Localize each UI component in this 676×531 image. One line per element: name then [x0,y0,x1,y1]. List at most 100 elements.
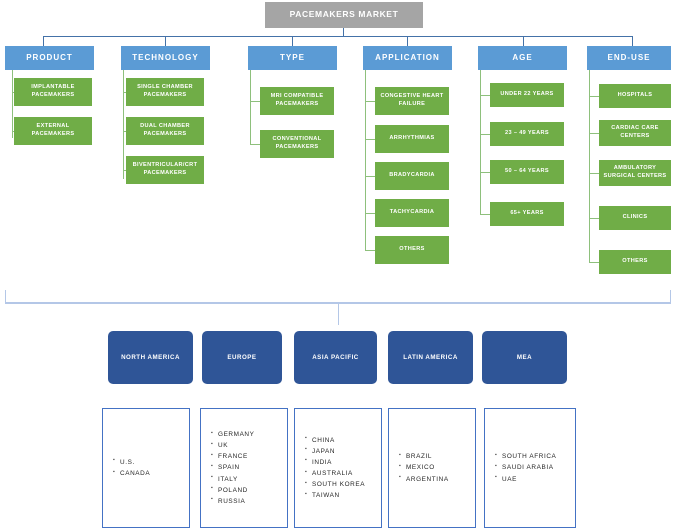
segment-header-technology[interactable]: TECHNOLOGY [121,46,210,70]
leaf-type-conventional-pacemakers[interactable]: CONVENTIONAL PACEMAKERS [260,130,334,158]
leaf-label: CARDIAC CARE CENTERS [611,125,659,139]
connector-drop-age [523,36,524,46]
leaf-label: TACHYCARDIA [389,209,435,216]
list-item: ARGENTINA [399,473,449,485]
country-list-asia-pacific: CHINA JAPAN INDIA AUSTRALIA SOUTH KOREA … [295,434,365,501]
segment-header-product[interactable]: PRODUCT [5,46,94,70]
segment-header-end-use[interactable]: END-USE [587,46,671,70]
leaf-label: BIVENTRICULAR/CRT PACEMAKERS [132,162,198,176]
leaf-end-use-hospitals[interactable]: HOSPITALS [599,84,671,108]
connector-branch-end-use-4 [589,262,601,263]
country-list-mea: SOUTH AFRICA SAUDI ARABIA UAE [485,451,556,484]
connector-branch-end-use-2 [589,173,601,174]
leaf-application-others[interactable]: OTHERS [375,236,449,264]
connector-branch-age-3 [480,214,492,215]
list-item: UAE [495,473,556,485]
leaf-end-use-others[interactable]: OTHERS [599,250,671,274]
list-item: GERMANY [211,429,255,440]
leaf-label: 23 – 49 YEARS [505,130,549,137]
root-node-label: PACEMAKERS MARKET [289,9,399,20]
connector-drop-end-use [632,36,633,46]
segment-header-age[interactable]: AGE [478,46,567,70]
list-item: SAUDI ARABIA [495,462,556,473]
leaf-age-23-49-years[interactable]: 23 – 49 YEARS [490,122,564,146]
connector-spine-end-use [589,70,590,262]
segment-header-type[interactable]: TYPE [248,46,337,70]
list-item: FRANCE [211,451,255,462]
region-tile-label: LATIN AMERICA [403,354,458,361]
list-item: UK [211,440,255,451]
connector-branch-age-2 [480,172,492,173]
list-item: SPAIN [211,462,255,473]
root-node-pacemakers-market[interactable]: PACEMAKERS MARKET [265,2,423,28]
region-tile-asia-pacific[interactable]: ASIA PACIFIC [294,331,377,384]
connector-branch-application-2 [365,176,377,177]
leaf-application-bradycardia[interactable]: BRADYCARDIA [375,162,449,190]
leaf-label: IMPLANTABLE PACEMAKERS [31,84,75,98]
leaf-product-implantable-pacemakers[interactable]: IMPLANTABLE PACEMAKERS [14,78,92,106]
connector-segment-bus [43,36,632,37]
leaf-label: CONVENTIONAL PACEMAKERS [272,136,322,150]
region-panel-asia-pacific[interactable]: CHINA JAPAN INDIA AUSTRALIA SOUTH KOREA … [294,408,382,528]
leaf-age-50-64-years[interactable]: 50 – 64 YEARS [490,160,564,184]
leaf-technology-biventricular-crt-pacemakers[interactable]: BIVENTRICULAR/CRT PACEMAKERS [126,156,204,184]
leaf-label: ARRHYTHMIAS [389,135,435,142]
region-panel-mea[interactable]: SOUTH AFRICA SAUDI ARABIA UAE [484,408,576,528]
leaf-label: OTHERS [399,246,425,253]
segment-header-technology-label: TECHNOLOGY [132,53,199,63]
country-list-europe: GERMANY UK FRANCE SPAIN ITALY POLAND RUS… [201,429,255,506]
leaf-label: 65+ YEARS [510,210,544,217]
leaf-application-arrhythmias[interactable]: ARRHYTHMIAS [375,125,449,153]
segment-header-application-label: APPLICATION [375,53,440,63]
connector-branch-end-use-0 [589,96,601,97]
list-item: SOUTH AFRICA [495,451,556,462]
leaf-label: CONGESTIVE HEART FAILURE [380,93,444,107]
connector-region-stem [338,303,339,325]
segment-header-age-label: AGE [512,53,533,63]
region-tile-europe[interactable]: EUROPE [202,331,282,384]
leaf-end-use-cardiac-care-centers[interactable]: CARDIAC CARE CENTERS [599,120,671,146]
connector-drop-product [43,36,44,46]
leaf-age-65-plus-years[interactable]: 65+ YEARS [490,202,564,226]
list-item: MEXICO [399,462,449,473]
connector-branch-application-4 [365,250,377,251]
leaf-application-tachycardia[interactable]: TACHYCARDIA [375,199,449,227]
leaf-age-under-22-years[interactable]: UNDER 22 YEARS [490,83,564,107]
leaf-end-use-clinics[interactable]: CLINICS [599,206,671,230]
region-panel-latin-america[interactable]: BRAZIL MEXICO ARGENTINA [388,408,476,528]
region-tile-mea[interactable]: MEA [482,331,567,384]
connector-region-bracket-right [670,290,671,303]
region-tile-label: EUROPE [227,354,257,361]
leaf-product-external-pacemakers[interactable]: EXTERNAL PACEMAKERS [14,117,92,145]
region-panel-north-america[interactable]: U.S. CANADA [102,408,190,528]
leaf-end-use-ambulatory-surgical-centers[interactable]: AMBULATORY SURGICAL CENTERS [599,160,671,186]
list-item: BRAZIL [399,451,449,462]
region-tile-latin-america[interactable]: LATIN AMERICA [388,331,473,384]
segment-header-application[interactable]: APPLICATION [363,46,452,70]
list-item: RUSSIA [211,495,255,507]
region-panel-europe[interactable]: GERMANY UK FRANCE SPAIN ITALY POLAND RUS… [200,408,288,528]
segment-header-end-use-label: END-USE [607,53,651,63]
connector-spine-age [480,70,481,214]
list-item: ITALY [211,473,255,485]
leaf-label: HOSPITALS [617,92,653,99]
leaf-technology-dual-chamber-pacemakers[interactable]: DUAL CHAMBER PACEMAKERS [126,117,204,145]
connector-branch-end-use-1 [589,133,601,134]
region-tile-label: NORTH AMERICA [121,354,180,361]
connector-drop-application [407,36,408,46]
leaf-label: MRI COMPATIBLE PACEMAKERS [270,93,324,107]
region-tile-north-america[interactable]: NORTH AMERICA [108,331,193,384]
leaf-type-mri-compatible-pacemakers[interactable]: MRI COMPATIBLE PACEMAKERS [260,87,334,115]
leaf-application-congestive-heart-failure[interactable]: CONGESTIVE HEART FAILURE [375,87,449,115]
connector-drop-technology [165,36,166,46]
leaf-label: AMBULATORY SURGICAL CENTERS [603,165,667,179]
connector-spine-type [250,70,251,144]
list-item: CANADA [113,467,150,479]
leaf-label: 50 – 64 YEARS [505,168,549,175]
segment-header-product-label: PRODUCT [26,53,73,63]
leaf-label: BRADYCARDIA [389,172,435,179]
leaf-technology-single-chamber-pacemakers[interactable]: SINGLE CHAMBER PACEMAKERS [126,78,204,106]
connector-branch-application-0 [365,101,377,102]
segment-header-type-label: TYPE [280,53,305,63]
